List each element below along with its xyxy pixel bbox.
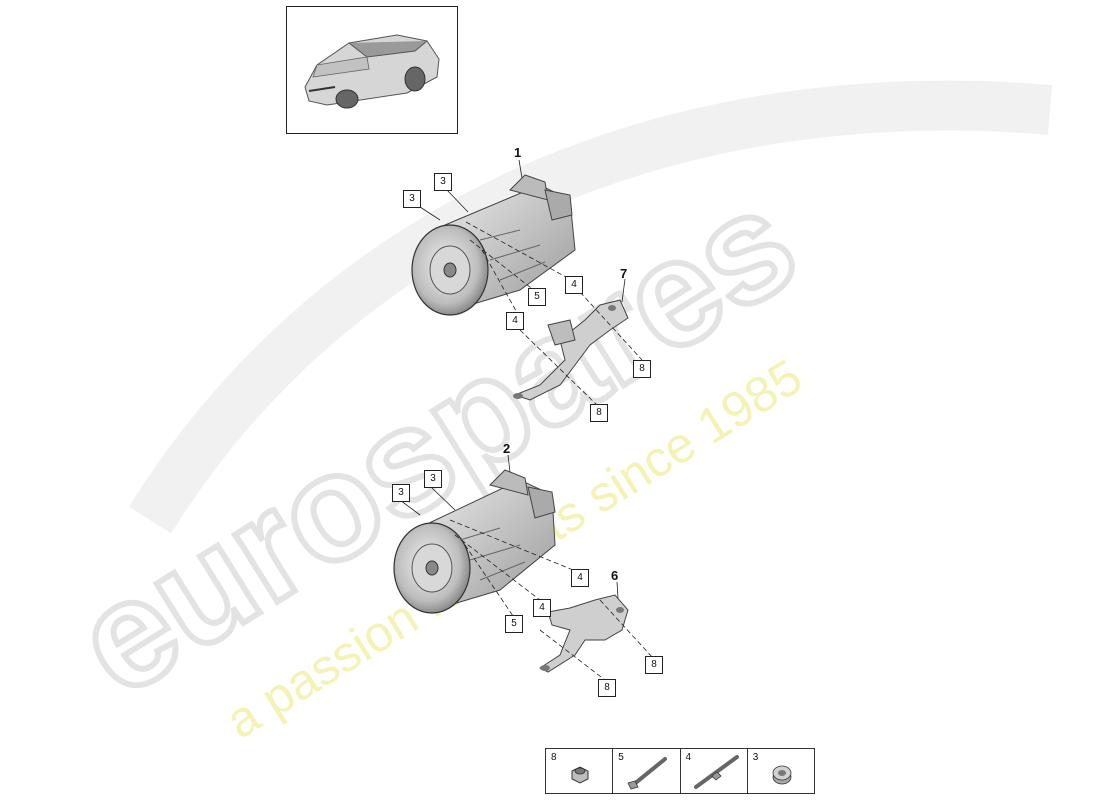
callout-4: 4 <box>565 276 583 294</box>
legend-number: 3 <box>752 752 759 763</box>
ac-compressor-2 <box>393 469 556 614</box>
stud-bolt-icon <box>693 755 739 789</box>
legend-number: 5 <box>618 752 624 763</box>
callout-4: 4 <box>506 312 524 330</box>
legend-number: 8 <box>551 752 557 763</box>
callout-3: 3 <box>403 190 421 208</box>
callout-4: 4 <box>571 569 589 587</box>
legend-cell-stud: 4 <box>681 749 748 793</box>
legend-cell-bolt: 5 <box>613 749 681 793</box>
bushing-icon <box>772 765 792 785</box>
bracket-6 <box>538 594 629 673</box>
callout-8: 8 <box>598 679 616 697</box>
callout-8: 8 <box>633 360 651 378</box>
callout-2: 2 <box>503 441 511 456</box>
vehicle-thumbnail <box>286 6 458 134</box>
ac-compressor-1 <box>411 174 576 316</box>
callout-4: 4 <box>533 599 551 617</box>
callout-5: 5 <box>528 288 546 306</box>
suv-icon <box>304 34 440 109</box>
legend-cell-nut: 8 <box>546 749 614 793</box>
callout-5: 5 <box>505 615 523 633</box>
callout-8: 8 <box>645 656 663 674</box>
nut-icon <box>571 766 589 784</box>
callout-6: 6 <box>611 568 619 583</box>
callout-3: 3 <box>392 484 410 502</box>
callout-3: 3 <box>434 173 452 191</box>
callout-7: 7 <box>620 266 628 281</box>
callout-8: 8 <box>590 404 608 422</box>
callout-1: 1 <box>514 145 522 160</box>
bolt-icon <box>627 757 668 790</box>
bracket-7 <box>513 299 629 401</box>
leader-lines <box>399 159 653 681</box>
fastener-legend: 8 5 4 3 <box>545 748 815 794</box>
callout-3: 3 <box>424 470 442 488</box>
legend-number: 4 <box>685 752 692 763</box>
legend-cell-bushing: 3 <box>748 749 814 793</box>
